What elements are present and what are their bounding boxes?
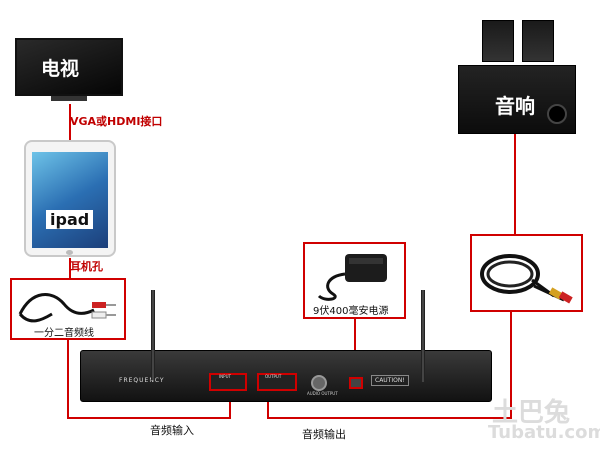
speaker-label: 音响 [495,94,535,118]
line-output-speaker-cable [267,312,512,419]
ipad-device: ipad [24,140,116,257]
splitter-cable-icon [18,293,116,323]
audio-output-label: AUDIO OUTPUT [307,391,338,396]
line-cable-input [67,340,231,419]
audio-output-jack [311,375,327,391]
speaker-cable-box [470,234,583,312]
ipad-home-button [66,250,73,255]
tv-device: 电视 [15,38,123,103]
speaker-device: 音响 [456,20,578,134]
headphone-label: 耳机孔 [70,260,103,273]
splitter-cable-box: 一分二音频线 [10,278,126,340]
speaker-port-icon [547,104,567,124]
power-label: 9伏400毫安电源 [313,306,389,317]
antenna-right [421,290,425,382]
splitter-cable-label: 一分二音频线 [34,328,94,339]
watermark-cn: 土巴兔 [492,398,571,428]
power-adapter-box: 9伏400毫安电源 [303,242,406,319]
ipad-screen: ipad [32,152,108,248]
speaker-right-satellite [522,20,554,62]
frequency-label: FREQUENCY [119,377,165,384]
speaker-cable-icon [480,254,573,304]
power-adapter-icon [317,254,387,301]
audio-input-label: 音频输入 [150,424,194,437]
tv-screen [15,38,123,96]
input-label: INPUT [219,374,231,379]
tv-label: 电视 [41,58,80,80]
receiver-device: FREQUENCY INPUT OUTPUT AUDIO OUTPUT CAUT… [80,350,492,402]
output-label: OUTPUT [265,374,282,379]
speaker-subwoofer: 音响 [458,65,576,134]
antenna-left [151,290,155,380]
ipad-label: ipad [46,210,94,229]
caution-label: CAUTION! [371,375,409,386]
power-jack [349,377,363,389]
audio-output-conn-label: 音频输出 [302,428,346,441]
vga-label: VGA或HDMI接口 [70,115,163,128]
output-ports: OUTPUT [257,373,297,391]
tv-stand [51,96,87,101]
speaker-left-satellite [482,20,514,62]
input-ports: INPUT [209,373,247,391]
watermark-en: Tubatu.com [488,422,600,443]
